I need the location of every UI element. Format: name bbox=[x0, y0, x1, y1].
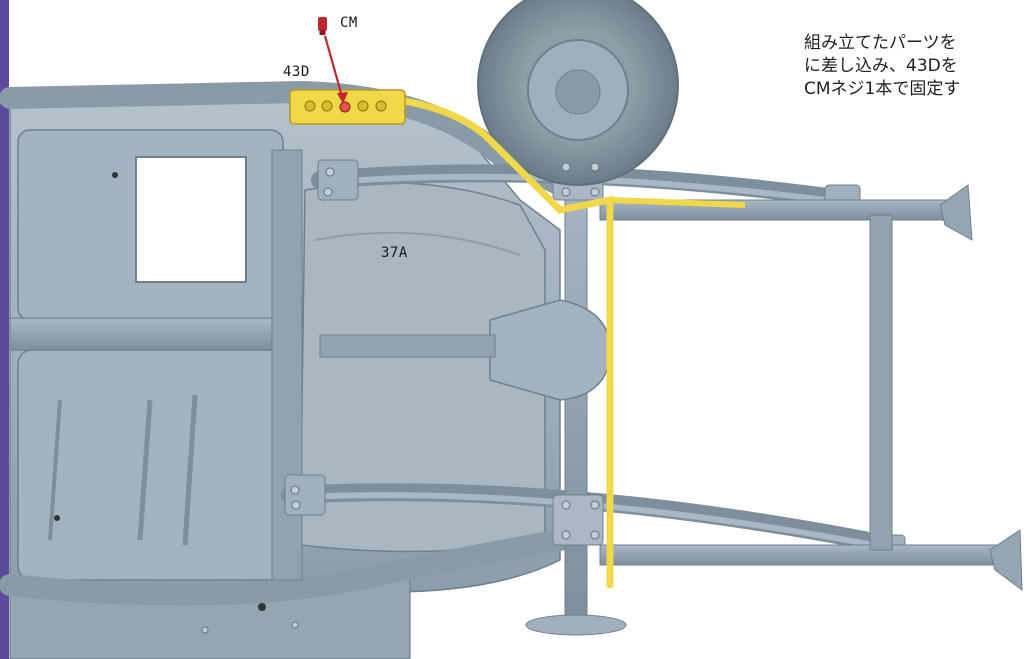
rear-frame-bottom bbox=[599, 544, 1001, 566]
floor-opening bbox=[135, 156, 247, 283]
instruction-text: 組み立てたパーツを に差し込み、43Dを CMネジ1本で固定す bbox=[804, 32, 1026, 101]
rear-frame-crossbar bbox=[869, 214, 893, 551]
seat-well-lower bbox=[17, 349, 284, 581]
instruction-line-3: CMネジ1本で固定す bbox=[804, 79, 961, 99]
label-cm: CM bbox=[340, 15, 358, 31]
label-43d: 43D bbox=[283, 64, 310, 80]
instruction-line-2: に差し込み、43Dを bbox=[804, 56, 958, 76]
frame-rail-lower bbox=[0, 529, 571, 606]
page-edge-rail bbox=[0, 0, 9, 659]
screw-arrow bbox=[323, 35, 345, 101]
hub-disc bbox=[525, 614, 627, 636]
rear-bumper-bracket-bottom bbox=[989, 529, 1023, 592]
instruction-line-1: 組み立てたパーツを bbox=[804, 33, 957, 53]
spring-hanger-lower-left bbox=[284, 474, 326, 516]
driveshaft bbox=[319, 334, 496, 358]
rear-bumper-bracket-top bbox=[939, 184, 973, 241]
label-37a: 37A bbox=[381, 245, 408, 261]
differential bbox=[489, 299, 611, 401]
cm-screw-icon bbox=[318, 17, 327, 35]
